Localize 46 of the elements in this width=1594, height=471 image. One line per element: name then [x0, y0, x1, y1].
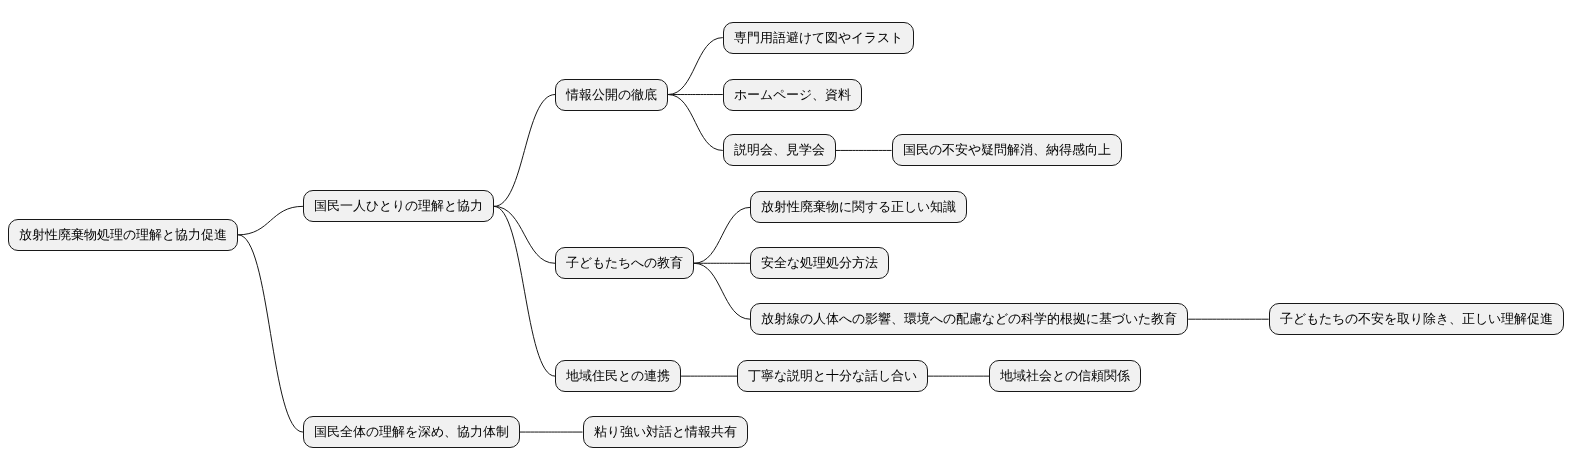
topic-node [722, 21, 914, 54]
connector-line [835, 149, 893, 151]
connector-line [680, 375, 738, 377]
node-text: 国民の不安や疑問解消、納得感向上 [902, 141, 1111, 160]
node-text: 放射線の人体への影響、環境への配慮などの科学的根拠に基づいた教育 [761, 310, 1178, 329]
connector-line [1187, 318, 1270, 320]
node-text: 子どもたちへの教育 [566, 254, 684, 273]
connector-line [237, 234, 304, 433]
topic-node [722, 134, 836, 167]
node-text: 子どもたちの不安を取り除き、正しい理解促進 [1279, 310, 1553, 329]
topic-node [1268, 303, 1564, 336]
node-text: 放射性廃棄物に関する正しい知識 [761, 198, 957, 217]
topic-node [750, 303, 1189, 336]
topic-node [555, 247, 695, 280]
node-text: 専門用語避けて図やイラスト [733, 28, 903, 47]
connector-line [927, 375, 990, 377]
node-text: 情報公開の徹底 [566, 85, 658, 104]
topic-node [8, 218, 239, 251]
topic-node [582, 416, 748, 449]
connector-line [693, 206, 751, 264]
node-text: 安全な処理処分方法 [761, 254, 879, 273]
connector-line [493, 94, 556, 207]
topic-node [750, 191, 968, 224]
topic-node [302, 190, 494, 223]
connector-line [519, 431, 583, 433]
topic-node [555, 78, 669, 111]
topic-node [891, 134, 1122, 167]
node-text: 国民一人ひとりの理解と協力 [313, 197, 483, 216]
connector-line [667, 94, 724, 151]
node-text: 国民全体の理解を深め、協力体制 [313, 423, 509, 442]
node-text: 放射性廃棄物処理の理解と協力促進 [19, 225, 228, 244]
node-text: ホームページ、資料 [733, 85, 851, 104]
connector-line [237, 205, 304, 236]
connector-line [693, 262, 751, 320]
node-text: 地域社会との信頼関係 [1000, 367, 1131, 386]
topic-node [555, 360, 682, 393]
connector-line [493, 205, 556, 377]
topic-node [989, 360, 1142, 393]
node-text: 説明会、見学会 [733, 141, 825, 160]
topic-node [722, 78, 862, 111]
node-text: 地域住民との連携 [566, 367, 671, 386]
topic-node [737, 360, 928, 393]
node-text: 粘り強い対話と情報共有 [593, 423, 737, 442]
topic-node [750, 247, 890, 280]
topic-node [302, 416, 520, 449]
node-text: 丁寧な説明と十分な話し合い [748, 367, 917, 386]
